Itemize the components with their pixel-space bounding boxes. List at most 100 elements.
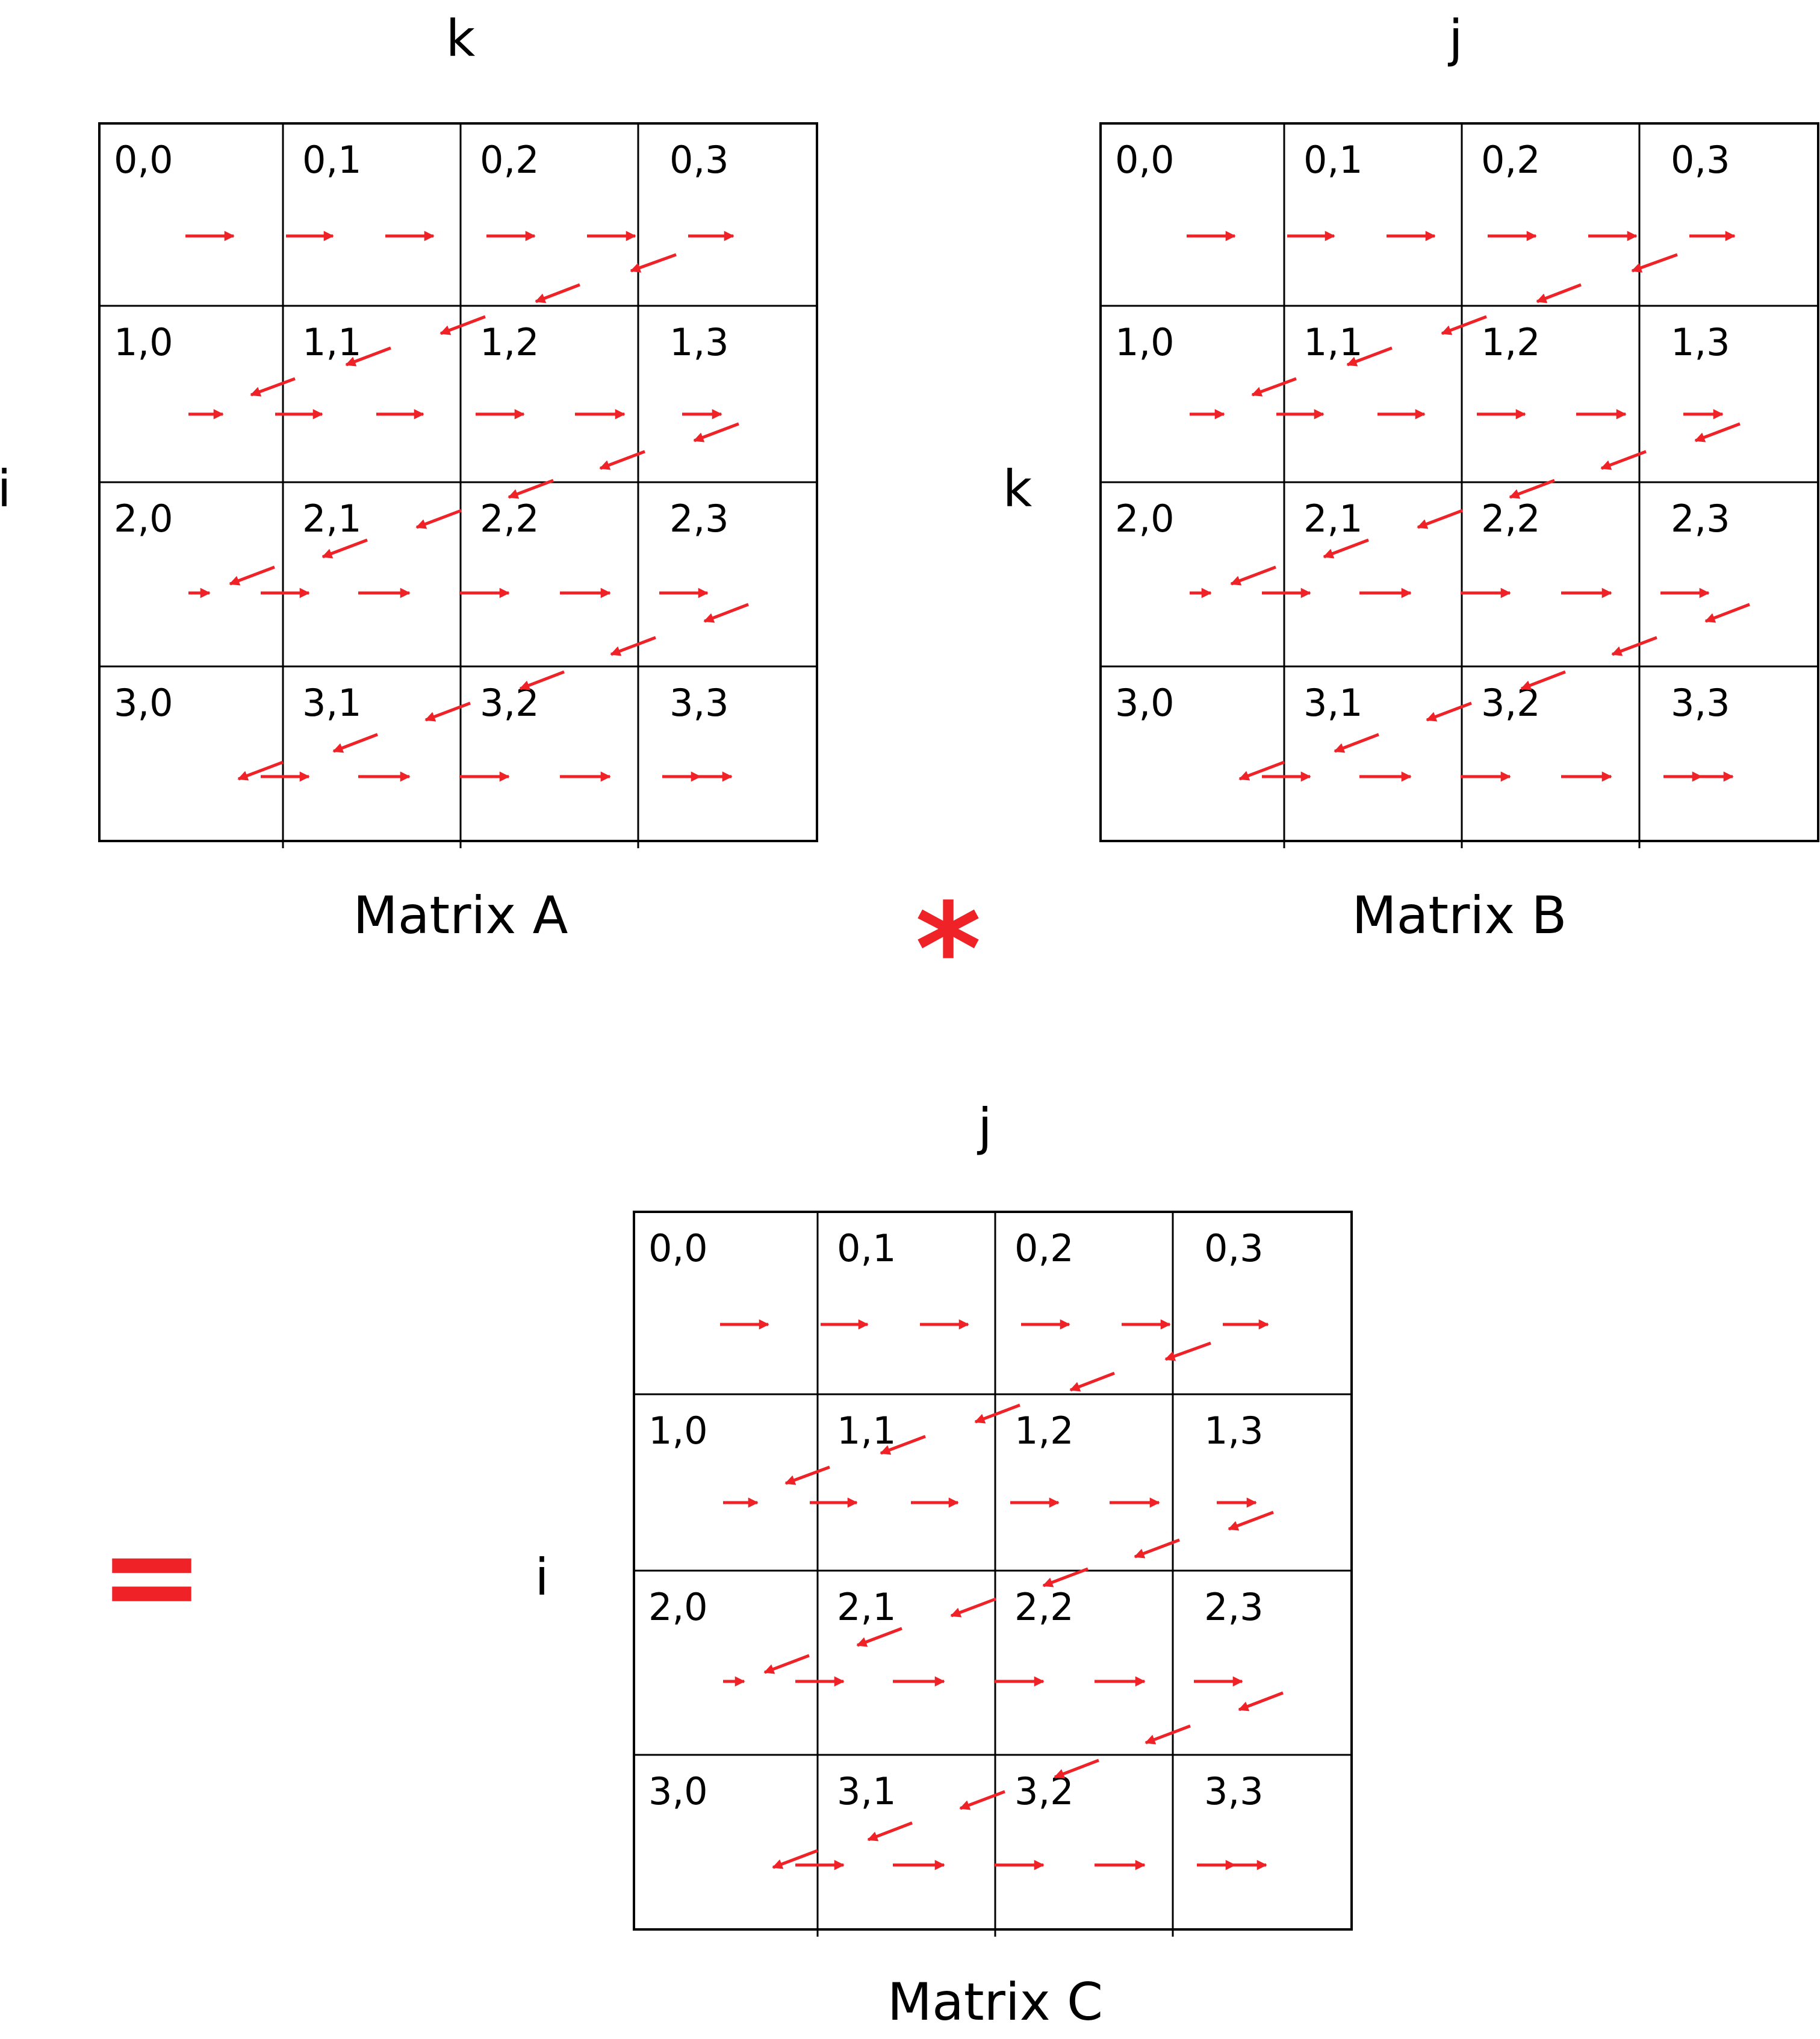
matrix-b-column-axis-label: j: [1447, 9, 1462, 68]
traversal-arrow-return: [1509, 479, 1555, 499]
multiply-operator: *: [915, 876, 981, 1023]
traversal-arrow-return: [599, 450, 645, 470]
cell-label-1-3: 1,3: [1204, 1409, 1264, 1453]
cell-label-1-2: 1,2: [480, 320, 539, 364]
traversal-arrow-return: [439, 315, 486, 335]
traversal-arrow-return: [424, 701, 471, 722]
cell-label-1-3: 1,3: [669, 320, 729, 364]
cell-label-3-1: 3,1: [1303, 681, 1363, 725]
cell-label-2-3: 2,3: [669, 497, 729, 541]
traversal-arrow-return: [1144, 1724, 1191, 1745]
matrix-b-row-axis-label: k: [1003, 459, 1033, 518]
traversal-arrow-return: [693, 422, 739, 442]
cell-label-2-0: 2,0: [648, 1585, 708, 1629]
traversal-arrow-return: [867, 1821, 913, 1842]
traversal-arrow-return: [1323, 538, 1369, 559]
matrix-c-traversal-arrows: [720, 1319, 1284, 1870]
traversal-arrow-return: [1600, 450, 1647, 470]
traversal-arrow-return: [772, 1849, 818, 1869]
traversal-arrow-return: [630, 253, 677, 273]
cell-label-3-2: 3,2: [1481, 681, 1541, 725]
traversal-arrow-return: [856, 1627, 902, 1647]
traversal-arrow-return: [1230, 565, 1276, 586]
cell-label-1-0: 1,0: [1115, 320, 1175, 364]
cell-label-2-0: 2,0: [114, 497, 173, 541]
cell-label-0-2: 0,2: [1481, 138, 1541, 182]
cell-label-0-1: 0,1: [1303, 138, 1363, 182]
traversal-arrow-return: [1238, 1691, 1284, 1712]
matrix-b-traversal-arrows: [1187, 231, 1750, 782]
cell-label-3-3: 3,3: [1671, 681, 1730, 725]
traversal-arrow-return: [1251, 377, 1297, 397]
traversal-arrow-return: [1704, 603, 1750, 623]
cell-label-3-2: 3,2: [1014, 1769, 1074, 1813]
traversal-arrow-return: [1042, 1567, 1089, 1587]
traversal-arrow-return: [1238, 760, 1285, 781]
matrix-a-column-axis-label: k: [446, 9, 476, 68]
matrix-b-grid: [1099, 122, 1819, 848]
traversal-arrow-return: [1164, 1341, 1211, 1361]
cell-label-0-0: 0,0: [648, 1226, 708, 1270]
cell-label-3-3: 3,3: [1204, 1769, 1264, 1813]
traversal-arrow-return: [610, 636, 656, 656]
traversal-arrow-return: [974, 1403, 1020, 1424]
cell-label-1-1: 1,1: [302, 320, 362, 364]
traversal-arrow-return: [1069, 1371, 1115, 1392]
matrix-a-traversal-arrows: [185, 231, 749, 782]
traversal-arrow-return: [1631, 253, 1678, 273]
traversal-arrow-return: [950, 1597, 996, 1618]
traversal-arrow-return: [1228, 1510, 1274, 1531]
cell-label-3-3: 3,3: [669, 681, 729, 725]
cell-label-3-2: 3,2: [480, 681, 539, 725]
cell-label-2-2: 2,2: [1481, 497, 1541, 541]
cell-label-3-1: 3,1: [302, 681, 362, 725]
matrix-c-column-axis-label: j: [977, 1097, 992, 1156]
cell-label-1-2: 1,2: [1481, 320, 1541, 364]
traversal-arrow-return: [332, 733, 378, 753]
cell-label-0-3: 0,3: [669, 138, 729, 182]
traversal-arrow-return: [229, 565, 275, 586]
traversal-arrow-return: [784, 1465, 830, 1485]
traversal-arrow-return: [535, 283, 580, 303]
traversal-arrow-return: [1441, 315, 1487, 335]
traversal-arrow-return: [237, 760, 284, 781]
matrix-a-title: Matrix A: [353, 886, 568, 946]
traversal-arrow-return: [1694, 422, 1741, 442]
cell-label-2-0: 2,0: [1115, 497, 1175, 541]
traversal-arrow-return: [1346, 346, 1393, 367]
traversal-arrow-return: [703, 603, 749, 623]
cell-label-2-1: 2,1: [302, 497, 362, 541]
traversal-arrow-return: [415, 509, 462, 529]
cell-label-2-3: 2,3: [1671, 497, 1730, 541]
traversal-arrow-return: [1426, 701, 1472, 722]
matrix-c-title: Matrix C: [887, 1972, 1103, 2032]
traversal-arrow-return: [763, 1654, 810, 1674]
cell-label-0-0: 0,0: [114, 138, 173, 182]
cell-label-0-1: 0,1: [837, 1226, 896, 1270]
traversal-arrow-return: [321, 538, 368, 559]
cell-label-0-3: 0,3: [1204, 1226, 1264, 1270]
cell-label-0-0: 0,0: [1115, 138, 1175, 182]
cell-label-3-0: 3,0: [1115, 681, 1175, 725]
cell-label-3-0: 3,0: [114, 681, 173, 725]
cell-label-3-1: 3,1: [837, 1769, 896, 1813]
cell-label-1-3: 1,3: [1671, 320, 1730, 364]
traversal-arrow-return: [1520, 670, 1566, 691]
cell-label-0-3: 0,3: [1671, 138, 1730, 182]
cell-label-2-1: 2,1: [1303, 497, 1363, 541]
traversal-arrow-return: [508, 479, 554, 499]
traversal-arrow-return: [1417, 509, 1463, 529]
matrix-a-grid: [98, 122, 818, 848]
cell-label-3-0: 3,0: [648, 1769, 708, 1813]
traversal-arrow-return: [1536, 283, 1582, 303]
cell-label-2-1: 2,1: [837, 1585, 896, 1629]
cell-label-0-2: 0,2: [1014, 1226, 1074, 1270]
cell-label-0-1: 0,1: [302, 138, 362, 182]
traversal-arrow-return: [1134, 1538, 1180, 1559]
matrix-c-grid: [633, 1211, 1353, 1937]
